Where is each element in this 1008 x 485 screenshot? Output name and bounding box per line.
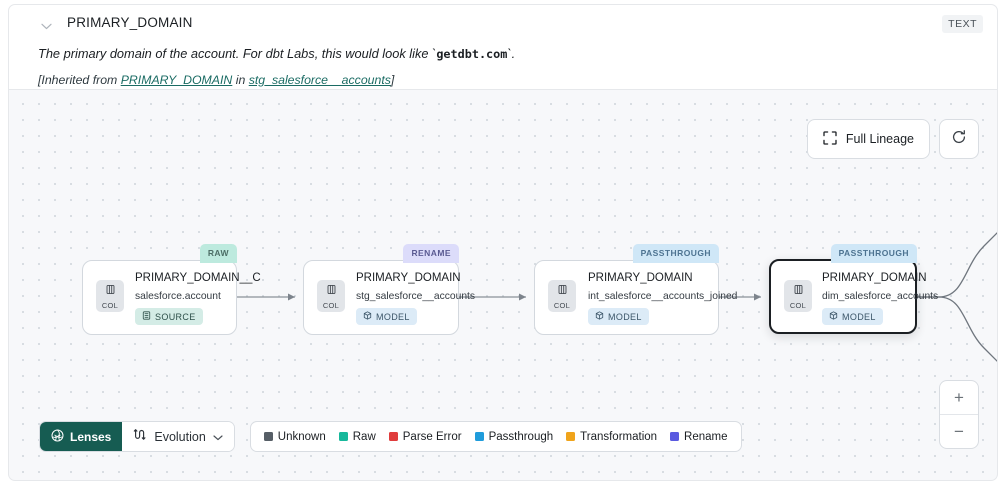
node-4-subtitle: dim_salesforce_accounts [822,291,939,302]
node-4-lineage-badge: PASSTHROUGH [830,244,917,263]
node-4-chip-label: COL [789,301,807,310]
column-header-card: PRIMARY_DOMAIN TEXT The primary domain o… [8,4,998,90]
chevron-down-icon[interactable] [37,17,55,35]
legend-swatch [388,432,398,441]
cube-icon [595,311,604,322]
legend-item: Parse Error [388,430,462,443]
node-3-chip-label: COL [553,301,571,310]
aperture-icon [51,429,64,445]
evolution-label: Evolution [154,429,206,444]
node-1-column-chip: COL [96,280,124,312]
node-1-name: PRIMARY_DOMAIN__C [135,272,261,284]
lineage-node-3[interactable]: PASSTHROUGH COL PRIMARY_DOMAIN int_sales… [534,244,737,335]
cube-icon [829,311,838,322]
node-3-column-chip: COL [548,280,576,312]
legend-label: Passthrough [488,430,554,443]
lenses-button[interactable]: Lenses [40,422,123,451]
legend-swatch [338,432,348,441]
lineage-node-4-selected[interactable]: PASSTHROUGH COL PRIMARY_DOMAIN dim_sales… [769,244,938,334]
legend-item: Passthrough [474,430,554,443]
column-icon [793,282,804,300]
node-2-column-chip: COL [317,280,345,312]
column-icon [557,282,568,300]
node-4-kind-chip: MODEL [822,308,883,325]
inherited-from-note: [Inherited from PRIMARY_DOMAIN in stg_sa… [38,73,394,87]
lenses-evolution-group: Lenses Evolution [39,421,235,452]
legend-swatch [670,432,680,441]
refresh-icon [951,129,967,150]
evolution-icon [133,428,147,445]
node-2-name: PRIMARY_DOMAIN [356,272,461,284]
canvas-bottom-toolbar: Lenses Evolution [39,421,742,452]
lineage-node-2[interactable]: RENAME COL PRIMARY_DOMAIN stg_salesforce… [303,244,475,335]
legend-item: Transformation [566,431,657,443]
legend-label: Raw [352,430,376,443]
description-code: getdbt.com [436,47,508,61]
inherited-mid: in [232,73,249,87]
node-1-lineage-badge: RAW [199,244,237,263]
legend-swatch [263,432,273,441]
node-4-column-chip: COL [784,280,812,312]
lenses-label: Lenses [70,429,112,444]
inherited-column-link[interactable]: PRIMARY_DOMAIN [120,73,233,87]
cube-icon [363,311,372,322]
chevron-down-icon [213,430,223,444]
refresh-button[interactable] [939,119,979,159]
column-icon [105,282,116,300]
canvas-top-controls: Full Lineage [806,119,979,159]
column-description: The primary domain of the account. For d… [38,46,515,61]
node-1-kind-label: SOURCE [155,311,196,322]
legend-swatch [474,432,484,441]
column-icon [326,282,337,300]
legend-swatch [566,432,576,441]
zoom-controls: + − [939,380,979,449]
node-2-subtitle: stg_salesforce__accounts [356,291,476,302]
database-icon [142,311,151,322]
node-2-chip-label: COL [322,301,340,310]
inherited-model-link[interactable]: stg_salesforce__accounts [248,73,391,87]
edge-out-upper [917,232,997,298]
legend-item: Raw [338,430,376,443]
expand-corners-icon [823,130,837,148]
node-2-kind-label: MODEL [376,311,410,322]
description-text: The primary domain of the account. For d… [38,46,437,61]
node-2-lineage-badge: RENAME [403,244,459,263]
legend-label: Transformation [580,430,658,443]
zoom-out-button[interactable]: − [954,421,964,441]
node-3-kind-label: MODEL [608,311,642,322]
node-4-name: PRIMARY_DOMAIN [822,272,927,284]
header-row: PRIMARY_DOMAIN TEXT [9,13,997,37]
page-title: PRIMARY_DOMAIN [67,15,193,30]
zoom-in-button[interactable]: + [940,381,978,415]
node-3-kind-chip: MODEL [588,308,649,325]
lineage-node-1[interactable]: RAW COL PRIMARY_DOMAIN__C salesforce.acc… [82,244,261,335]
inherited-prefix: [Inherited from [38,73,121,87]
full-lineage-label: Full Lineage [845,132,914,146]
legend-label: Unknown [277,430,326,443]
evolution-dropdown[interactable]: Evolution [122,422,234,451]
node-3-name: PRIMARY_DOMAIN [588,272,693,284]
legend-item: Rename [670,430,728,443]
column-type-badge: TEXT [942,15,983,33]
edge-out-lower [917,296,997,362]
lineage-edges [237,232,997,362]
lineage-canvas[interactable]: RAW COL PRIMARY_DOMAIN__C salesforce.acc… [8,90,998,481]
description-text-end: `. [507,46,516,61]
legend-label: Rename [684,430,728,443]
node-1-kind-chip: SOURCE [135,308,203,325]
node-3-lineage-badge: PASSTHROUGH [632,244,719,263]
inherited-suffix: ] [390,73,395,87]
node-2-kind-chip: MODEL [356,308,417,325]
node-1-subtitle: salesforce.account [135,291,221,302]
legend-label: Parse Error [402,430,462,443]
node-1-chip-label: COL [101,301,119,310]
node-3-subtitle: int_salesforce__accounts_joined [588,291,738,302]
lineage-legend: Unknown Raw Parse Error Passthrough Tran… [249,421,742,452]
full-lineage-button[interactable]: Full Lineage [806,119,930,159]
node-4-kind-label: MODEL [842,311,876,322]
legend-item: Unknown [263,430,326,443]
